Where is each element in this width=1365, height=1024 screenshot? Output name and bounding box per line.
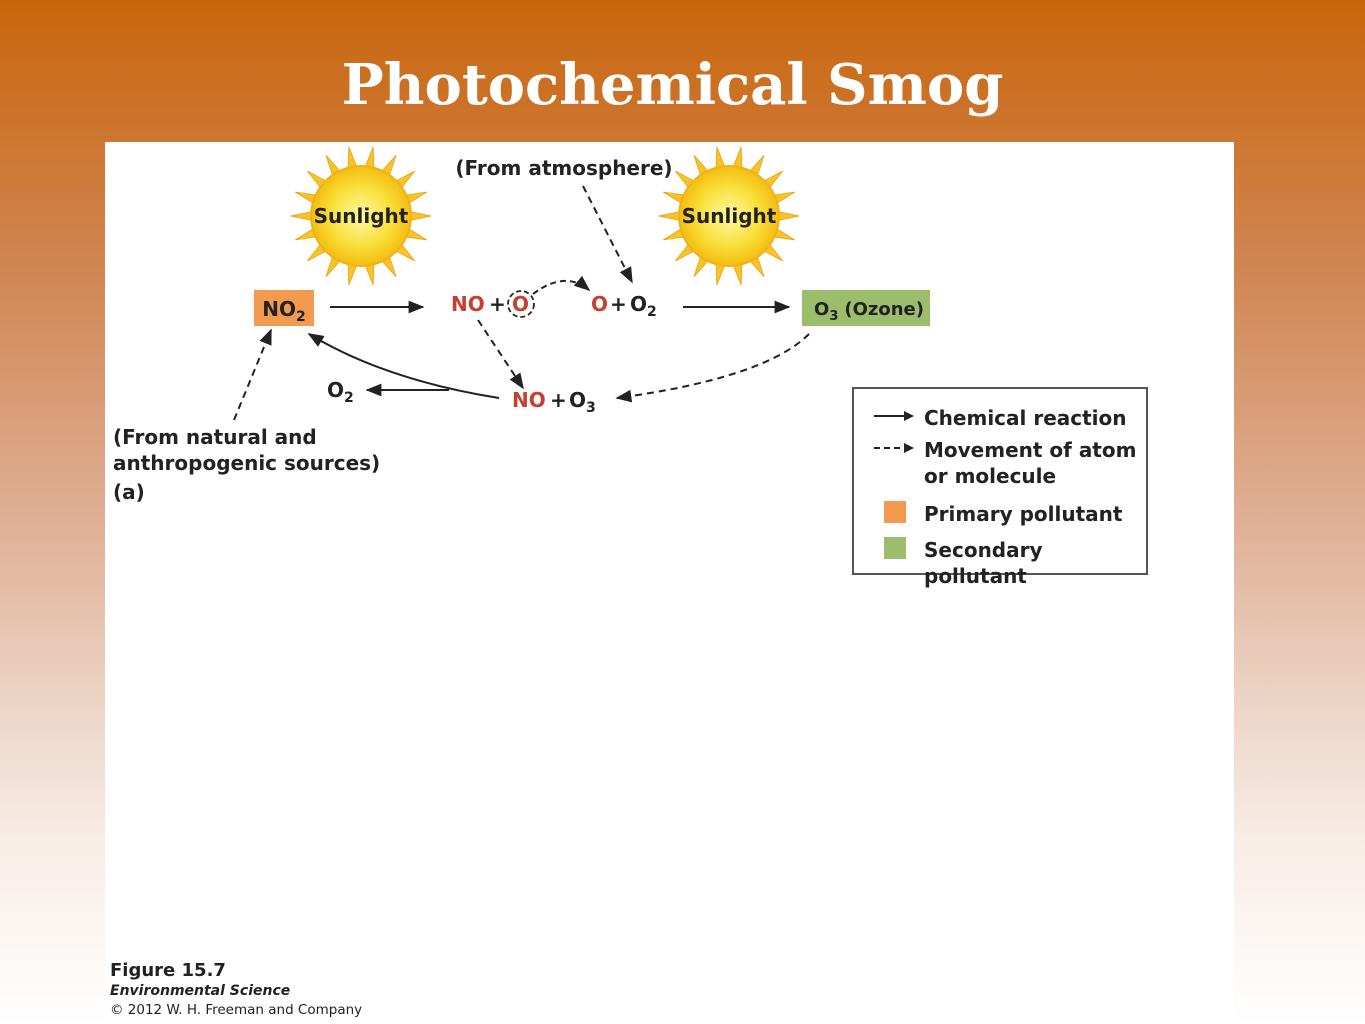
primary-swatch: [884, 501, 906, 523]
sources-label-line1: (From natural and: [113, 425, 317, 449]
from-atmosphere-label: (From atmosphere): [455, 156, 672, 180]
figure-caption: Figure 15.7 Environmental Science © 2012…: [110, 960, 362, 1018]
ozone-suffix: (Ozone): [844, 299, 924, 320]
svg-text:O3: O3: [569, 388, 596, 416]
legend-item-primary: Primary pollutant: [872, 501, 1122, 527]
smog-diagram: Sunlight Sunlight (From atmosphere) NO2 …: [113, 146, 930, 504]
no2-sub: 2: [296, 309, 306, 325]
reaction-arrow-regeneration: [307, 333, 500, 399]
svg-text:O3(Ozone): O3 (Ozone): [814, 299, 924, 324]
no-plus-o: NO + O: [451, 290, 535, 318]
dashed-arrow-no: [477, 319, 524, 390]
diagram-panel: Sunlight Sunlight (From atmosphere) NO2 …: [105, 142, 1234, 1024]
movement-line1: Movement of atom: [924, 438, 1137, 462]
no-text: NO: [451, 292, 485, 316]
o2-base: O: [630, 292, 647, 316]
no2-base: NO: [262, 297, 296, 321]
svg-text:O2: O2: [630, 292, 657, 320]
legend-item-movement: Movement of atom or molecule: [872, 437, 1136, 489]
sun-icon: Sunlight: [658, 146, 800, 286]
o-atom-highlight: [507, 290, 535, 318]
solid-arrow-icon: [874, 411, 914, 421]
copyright: © 2012 W. H. Freeman and Company: [110, 1002, 363, 1018]
legend-item-chemical-reaction: Chemical reaction: [872, 405, 1127, 431]
o-atom-text: O: [512, 292, 529, 316]
plus-sign: +: [550, 388, 567, 412]
no-text: NO: [512, 388, 546, 412]
o-text: O: [591, 292, 608, 316]
dashed-arrow-icon: [874, 443, 914, 453]
o-plus-o2: O + O2: [591, 292, 657, 320]
ozone-box: O3 (Ozone): [802, 290, 930, 326]
movement-line2: or molecule: [924, 464, 1057, 488]
legend: Chemical reaction Movement of atom or mo…: [852, 387, 1148, 588]
dashed-arrow-atmosphere: [582, 185, 633, 284]
no2-box: NO2: [254, 290, 314, 326]
svg-text:NO2: NO2: [262, 297, 306, 325]
o3-sub: 3: [829, 309, 838, 324]
dashed-arrow-sources: [233, 328, 272, 421]
book-title: Environmental Science: [110, 983, 291, 999]
sun-icon: Sunlight: [290, 146, 432, 286]
legend-item-secondary: Secondary pollutant: [872, 537, 1146, 589]
o3-sub: 3: [586, 400, 596, 416]
plus-sign: +: [610, 292, 627, 316]
o3-base: O: [814, 299, 829, 320]
dashed-arrow-ozone-return: [615, 333, 810, 403]
figure-number: Figure 15.7: [110, 960, 226, 981]
o3-base: O: [569, 388, 586, 412]
panel-label: (a): [113, 480, 145, 504]
o2-release-label: O2: [327, 378, 354, 406]
plus-sign: +: [489, 292, 506, 316]
sun-label: Sunlight: [682, 204, 777, 228]
dashed-arrow-o-movement: [532, 275, 591, 295]
secondary-swatch: [884, 537, 906, 559]
sources-label-line2: anthropogenic sources): [113, 451, 380, 475]
o2-sub: 2: [647, 304, 657, 320]
sun-label: Sunlight: [314, 204, 409, 228]
no-plus-o3: NO + O3: [512, 388, 596, 416]
slide-title: Photochemical Smog: [341, 52, 1004, 118]
